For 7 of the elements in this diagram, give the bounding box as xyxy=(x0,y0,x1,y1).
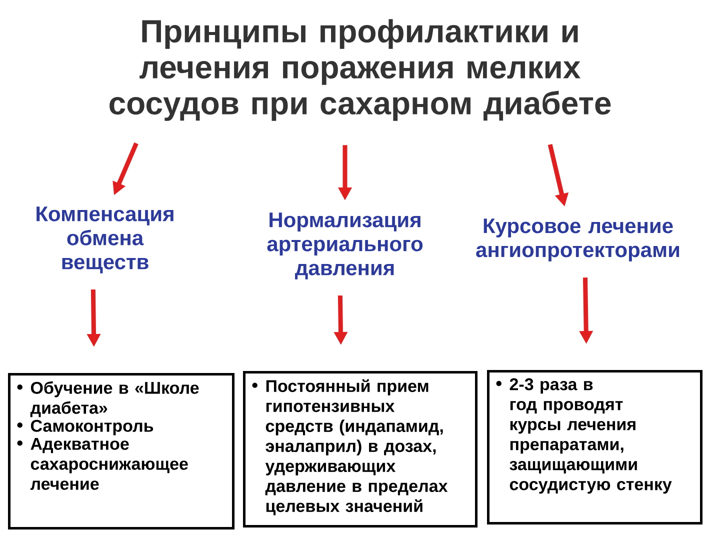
bullet-list-box: Постоянный прием гипотензивных средств (индапамид, эналаприл) в дозах, удерживающих давление в пределах целевых значений xyxy=(243,371,478,528)
heading: Курсовое лечение ангиопротекторами xyxy=(476,218,680,262)
title: Принципы профилактики и лечения поражения мелких сосудов при сахарном диабете xyxy=(110,19,611,121)
heading: Компенсация обмена веществ xyxy=(36,206,174,274)
heading: Нормализация артериального давления xyxy=(267,212,423,280)
bullet-list-box: Обучение в «Школе диабета» Самоконтроль Адекватное сахароснижающее лечение xyxy=(8,373,234,530)
bullet-list-box: 2-3 раза в год проводят курсы лечения препаратами, защищающими сосудистую стенку xyxy=(487,370,702,524)
